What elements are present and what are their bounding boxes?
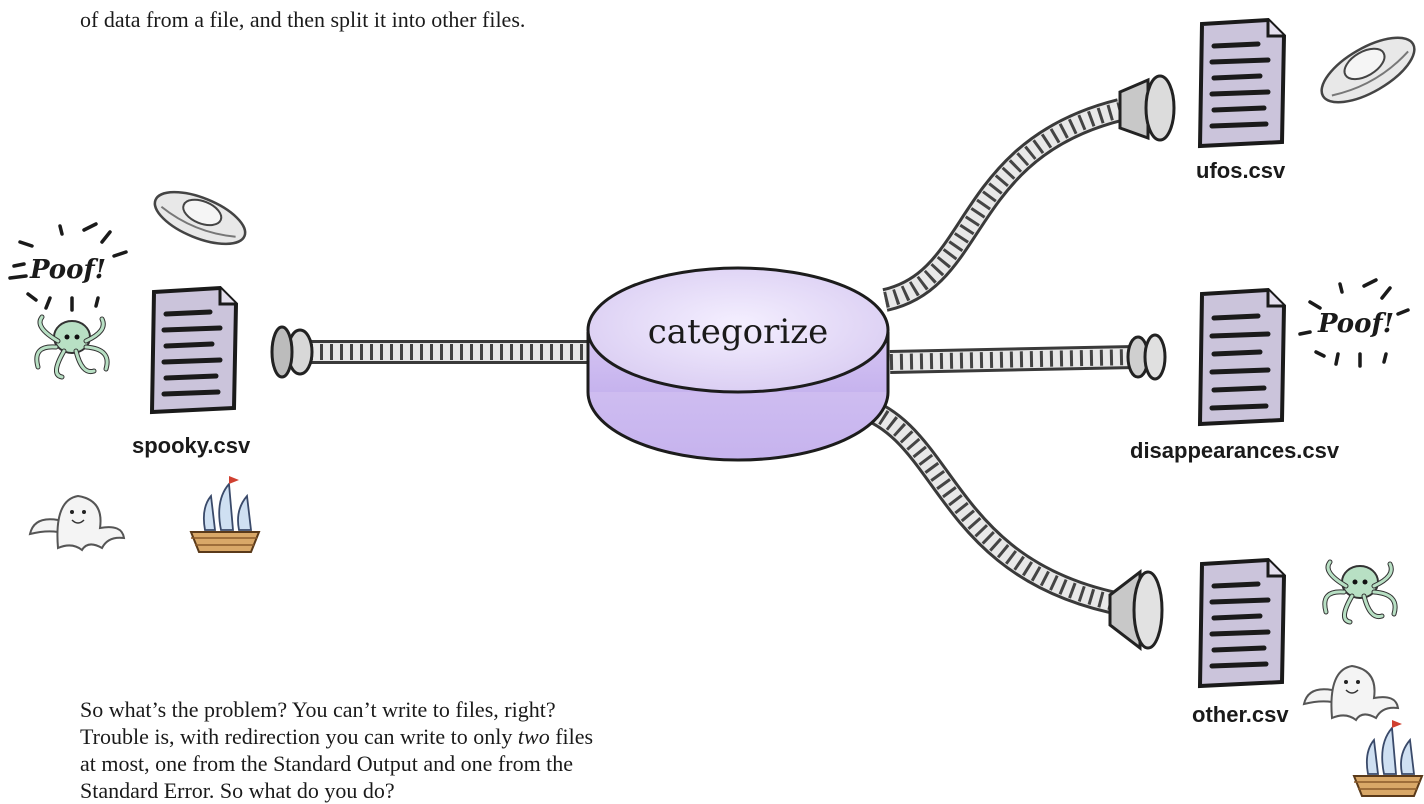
ghost-icon-right (1302, 664, 1400, 722)
body-line-2-end: files (549, 724, 594, 749)
nozzle-disappearances (1126, 333, 1167, 381)
body-line-3: at most, one from the Standard Output an… (80, 751, 574, 776)
poof-text-right: Poof! (1317, 309, 1394, 339)
file-label-spooky: spooky.csv (132, 433, 251, 458)
hose-ufos (881, 98, 1123, 312)
nozzle-input (270, 325, 314, 379)
file-label-ufos: ufos.csv (1196, 158, 1286, 183)
body-line-2: Trouble is, with redirection you can wri… (80, 723, 720, 750)
hose-other (851, 393, 1128, 617)
document-icon-spooky (149, 285, 239, 415)
poof-burst-left: Poof! (8, 222, 128, 312)
ufo-icon-right (1320, 36, 1416, 104)
document-icon-disappearances (1197, 287, 1287, 427)
ship-icon-left (189, 476, 261, 553)
body-line-2-emphasis: two (517, 724, 550, 749)
file-label-other: other.csv (1192, 702, 1289, 727)
categorize-disc: categorize (586, 266, 890, 462)
body-line-4: Standard Error. So what do you do? (80, 778, 395, 803)
document-icon-ufos (1197, 17, 1287, 149)
octopus-icon-right (1322, 559, 1398, 625)
octopus-icon-left (34, 314, 110, 380)
body-line-1: So what’s the problem? You can’t write t… (80, 697, 556, 722)
hose-disappearances (889, 345, 1136, 374)
ufo-icon-left (153, 190, 247, 246)
intro-text: of data from a file, and then split it i… (80, 6, 525, 33)
ghost-icon-left (28, 494, 126, 552)
document-icon-other (1197, 557, 1287, 689)
process-label: categorize (648, 312, 829, 352)
nozzle-ufos (1118, 74, 1176, 142)
nozzle-other (1108, 568, 1164, 652)
body-paragraph: So what’s the problem? You can’t write t… (80, 696, 720, 804)
file-label-disappearances: disappearances.csv (1130, 438, 1340, 463)
ship-icon-right (1352, 720, 1424, 797)
poof-text-left: Poof! (29, 255, 106, 285)
body-line-2-start: Trouble is, with redirection you can wri… (80, 724, 518, 749)
poof-burst-right: Poof! (1298, 278, 1410, 368)
intro-line: of data from a file, and then split it i… (80, 7, 526, 32)
